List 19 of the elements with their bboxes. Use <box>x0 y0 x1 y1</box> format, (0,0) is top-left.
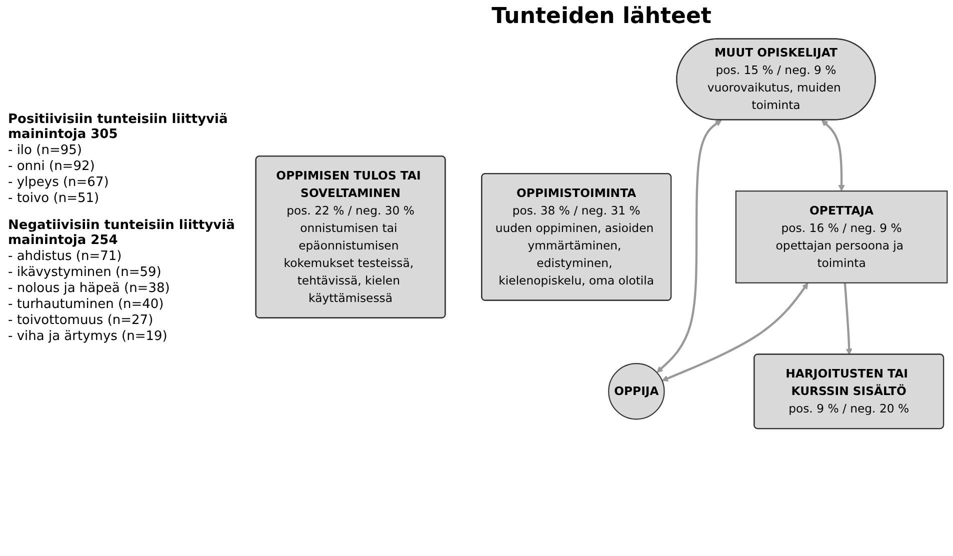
node-box: OPETTAJA pos. 16 % / neg. 9 % opettajan persoona ja toiminta <box>735 190 948 284</box>
list-item: - ahdistus (n=71) <box>8 249 123 264</box>
diagram-title: Tunteiden lähteet <box>492 4 712 29</box>
arrow <box>656 120 722 373</box>
list-item: - ilo (n=95) <box>8 143 83 158</box>
arrow <box>662 282 808 382</box>
list-item: - toivo (n=51) <box>8 191 100 206</box>
list-heading: Negatiivisiin tunteisiin liittyviä mainintoja 254 <box>8 218 236 248</box>
arrow <box>821 120 845 192</box>
list-item: - ikävystyminen (n=59) <box>8 265 162 280</box>
list-item: - ylpeys (n=67) <box>8 175 110 190</box>
list-heading: Positiivisiin tunteisiin liittyviä mainintoja 305 <box>8 112 229 142</box>
list-item: - onni (n=92) <box>8 159 96 174</box>
list-item: - turhautuminen (n=40) <box>8 297 165 312</box>
list-item: - viha ja ärtymys (n=19) <box>8 329 168 344</box>
node-circle: OPPIJA <box>608 363 665 420</box>
arrow <box>844 282 852 355</box>
list-item: - toivottomuus (n=27) <box>8 313 154 328</box>
list-item: - nolous ja häpeä (n=38) <box>8 281 171 296</box>
